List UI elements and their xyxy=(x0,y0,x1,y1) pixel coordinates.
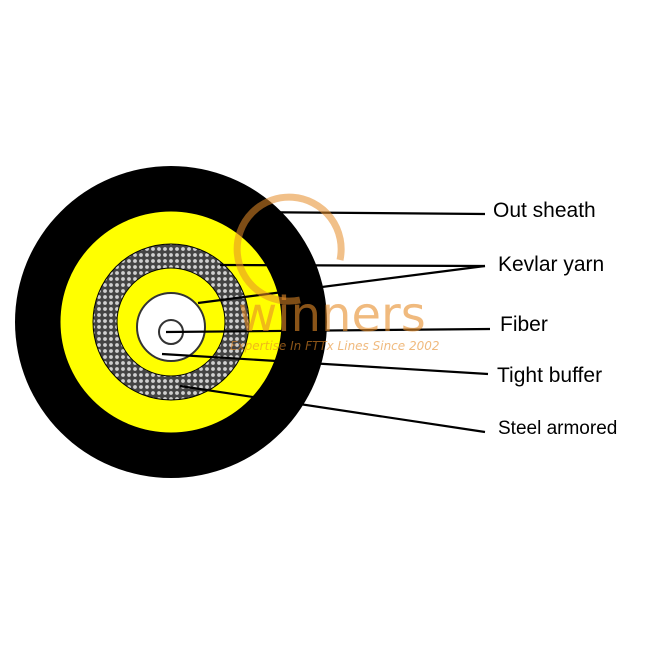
leader-lines xyxy=(161,210,491,434)
leader-tight-buffer xyxy=(161,352,489,376)
label-tight-buffer: Tight buffer xyxy=(497,364,603,387)
label-kevlar-yarn: Kevlar yarn xyxy=(498,253,605,276)
label-fiber: Fiber xyxy=(500,313,548,336)
leader-out-sheath xyxy=(242,210,486,216)
watermark-brand: winners xyxy=(238,287,426,343)
leader-kevlar-1 xyxy=(219,263,486,268)
label-steel-armored: Steel armored xyxy=(498,418,618,439)
label-out-sheath: Out sheath xyxy=(493,199,596,222)
watermark-arc xyxy=(233,193,345,305)
leader-fiber xyxy=(165,327,491,334)
leader-kevlar-2 xyxy=(197,264,486,305)
watermark-tagline: Expertise In FTTx Lines Since 2002 xyxy=(230,339,440,353)
leader-steel-armored xyxy=(179,384,486,434)
